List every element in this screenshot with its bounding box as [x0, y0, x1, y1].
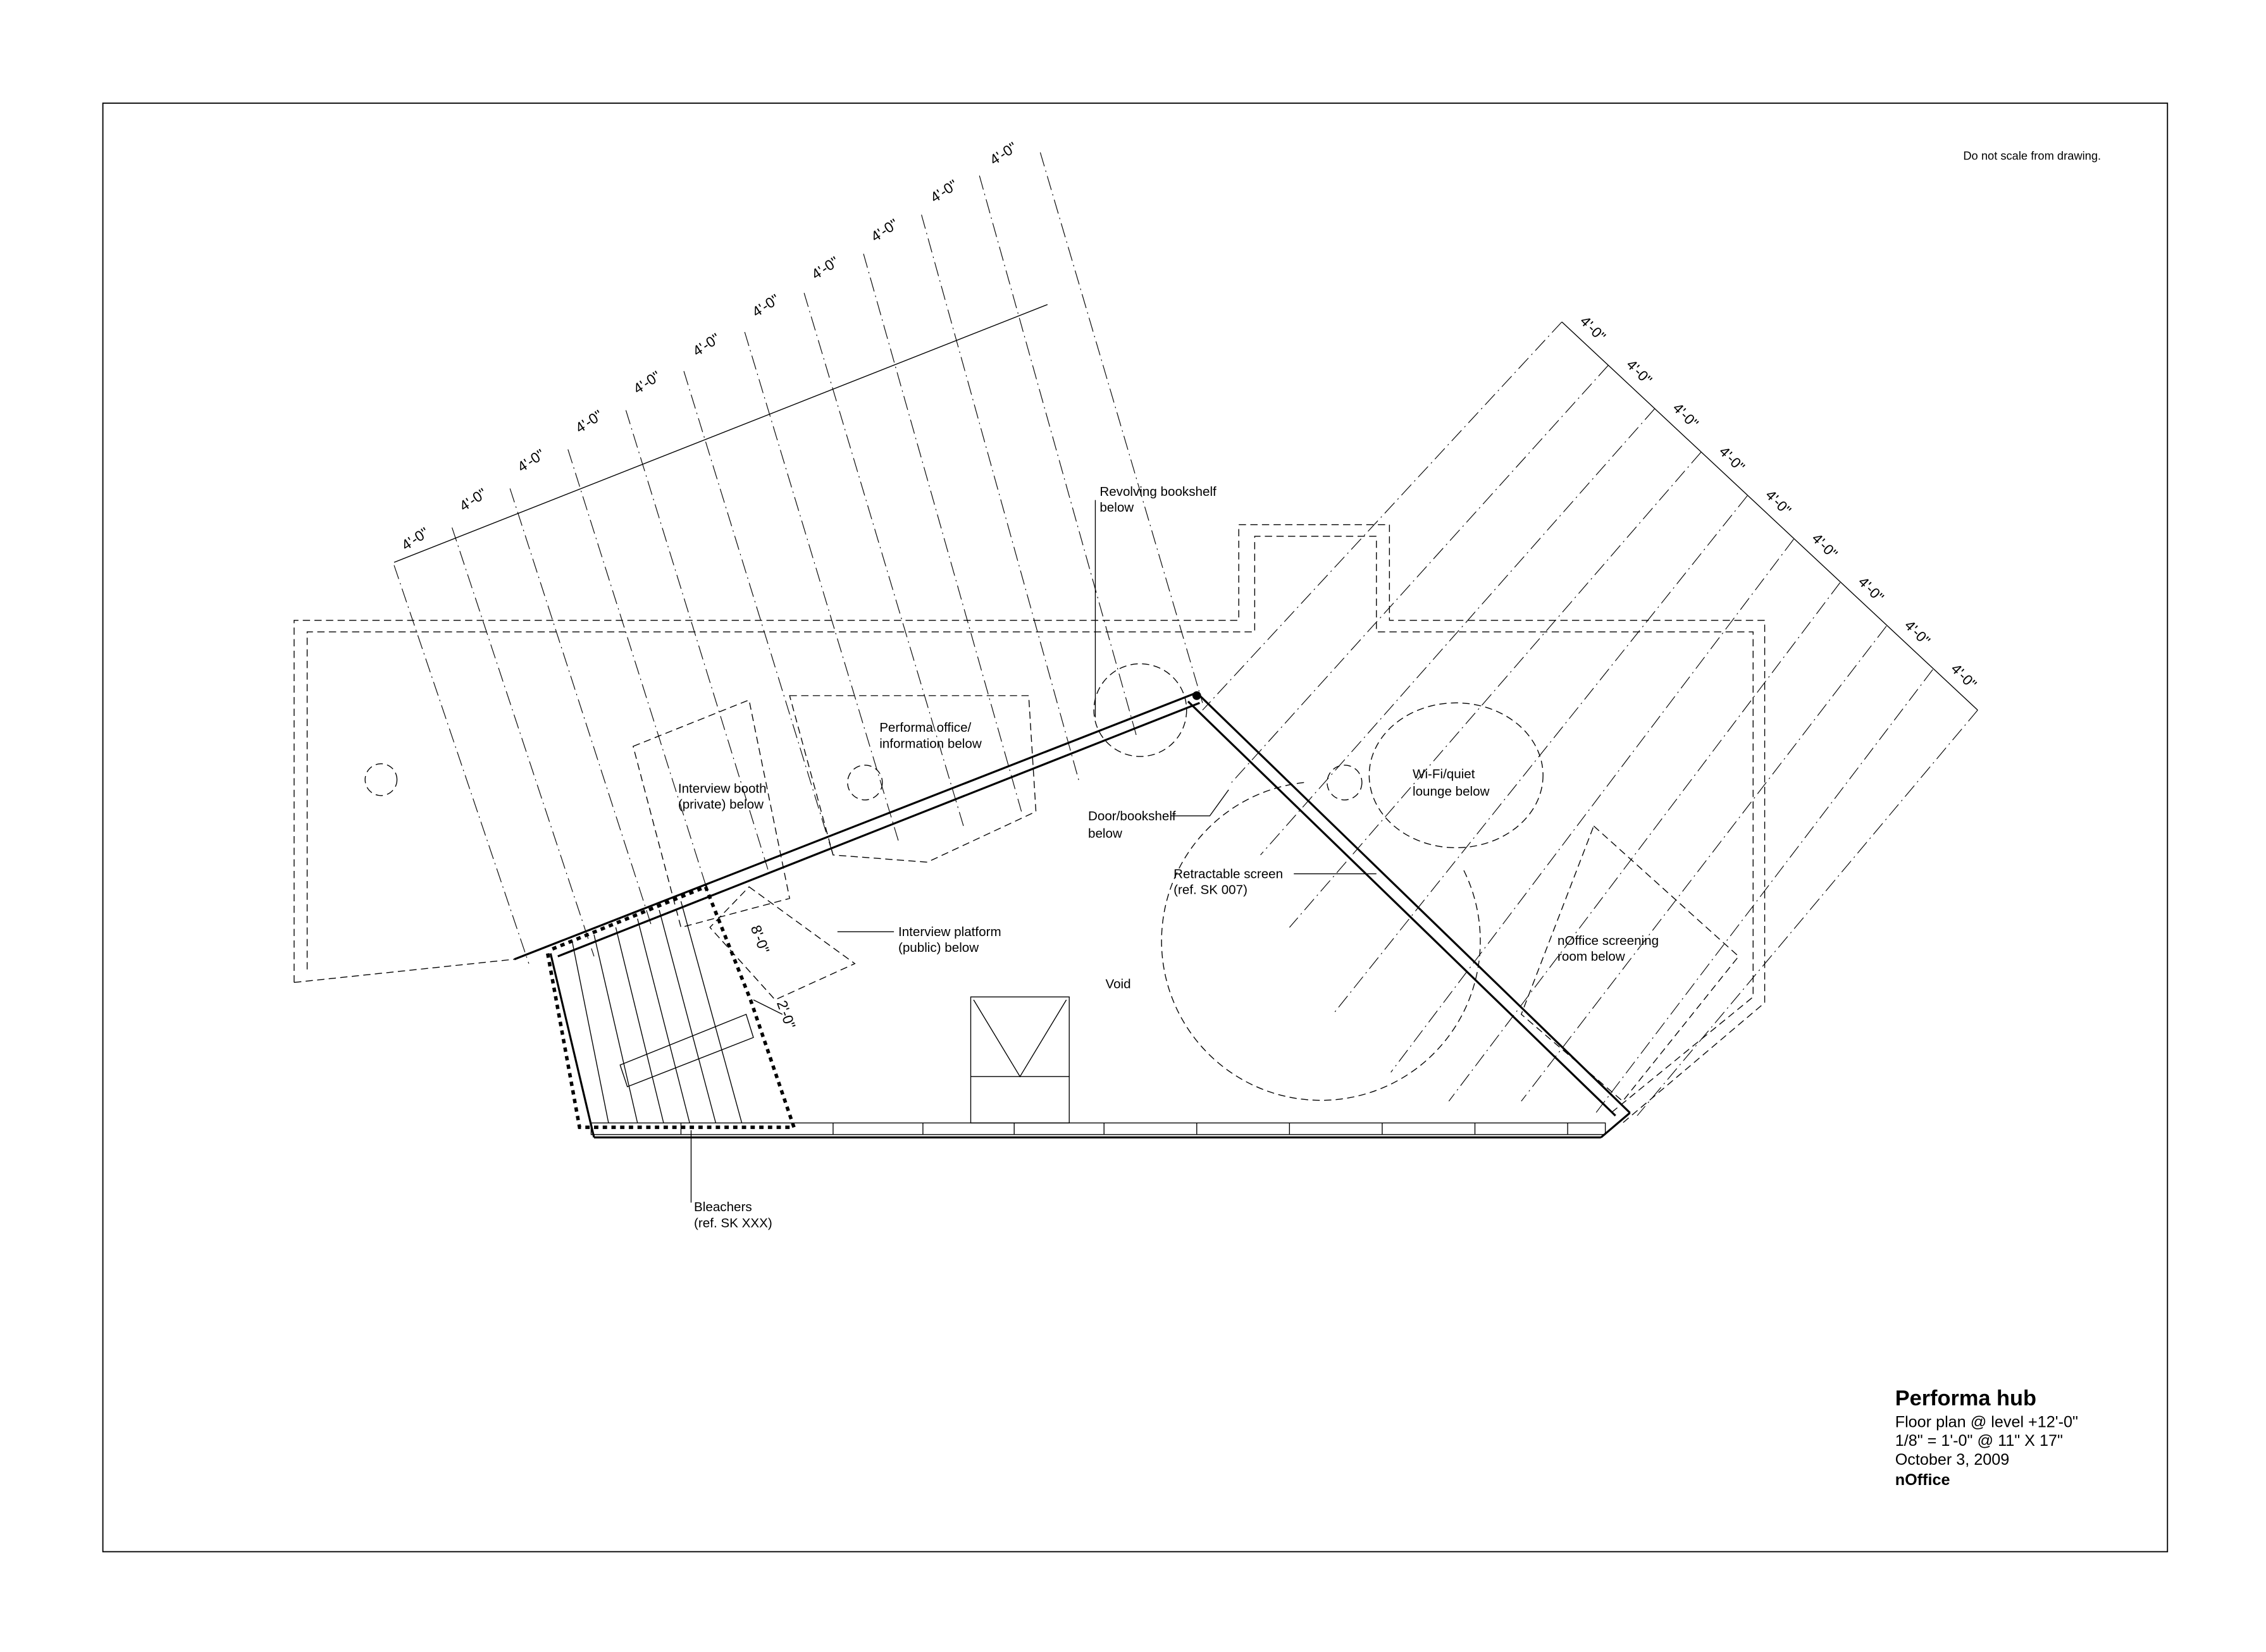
svg-text:4'-0": 4'-0" [690, 330, 722, 360]
label-revolving-bookshelf: Revolving bookshelf [1099, 484, 1217, 499]
column-circle [847, 765, 883, 801]
project-title: Performa hub [1895, 1386, 2036, 1410]
drawing-name: Floor plan @ level +12'-0" [1895, 1413, 2078, 1431]
svg-text:(ref. SK XXX): (ref. SK XXX) [694, 1216, 772, 1230]
interview-platform-outline [709, 886, 856, 1001]
dimension-line-a [393, 304, 1048, 563]
label-door-bookshelf: Door/bookshelf [1088, 809, 1176, 823]
svg-text:4'-0": 4'-0" [749, 291, 782, 321]
svg-text:(public) below: (public) below [898, 940, 979, 955]
svg-text:4'-0": 4'-0" [808, 253, 841, 283]
bleachers [546, 884, 796, 1130]
column-circle [1327, 765, 1363, 801]
structural-grid-a [393, 152, 1203, 964]
stair-symbol [970, 996, 1070, 1124]
revolving-bookshelf-outline [1093, 663, 1187, 757]
dimension-labels-a: 4'-0" 4'-0" 4'-0" 4'-0" 4'-0" 4'-0" 4'-0… [399, 139, 1020, 553]
svg-text:4'-0": 4'-0" [927, 176, 960, 206]
label-bleachers: Bleachers [694, 1200, 752, 1214]
sheet-border [102, 102, 2169, 1553]
label-screening-room: nOffice screening [1557, 934, 1659, 948]
rooms-below [633, 663, 1740, 1102]
svg-text:4'-0": 4'-0" [1577, 312, 1609, 345]
label-interview-booth: Interview booth [678, 781, 767, 796]
dimension-line-b [1561, 321, 1978, 711]
drawing-scale: 1/8" = 1'-0" @ 11" X 17" [1895, 1432, 2063, 1450]
svg-text:below: below [1099, 500, 1134, 515]
svg-text:room below: room below [1557, 949, 1625, 964]
screening-room-outline [1520, 825, 1740, 1102]
title-block: Performa hub Floor plan @ level +12'-0" … [1895, 1386, 2078, 1489]
svg-text:(ref. SK 007): (ref. SK 007) [1173, 883, 1248, 897]
building-outline-below [294, 524, 1766, 1124]
label-void: Void [1105, 977, 1130, 992]
svg-text:lounge below: lounge below [1413, 784, 1490, 799]
label-wifi-lounge: Wi-Fi/quiet [1413, 767, 1475, 781]
svg-text:4'-0": 4'-0" [573, 407, 605, 436]
scale-note: Do not scale from drawing. [1963, 149, 2101, 162]
svg-text:4'-0": 4'-0" [456, 485, 489, 515]
room-labels: Revolving bookshelf below Performa offic… [678, 484, 1659, 1231]
svg-text:4'-0": 4'-0" [1623, 356, 1656, 388]
firm-name: nOffice [1895, 1471, 1950, 1489]
label-retractable-screen: Retractable screen [1173, 866, 1283, 881]
svg-text:8'-0": 8'-0" [748, 923, 773, 956]
label-interview-platform: Interview platform [898, 925, 1001, 939]
wifi-lounge-outline [1368, 702, 1544, 849]
svg-text:4'-0": 4'-0" [987, 139, 1020, 168]
svg-text:below: below [1088, 826, 1122, 841]
dimension-labels-bleachers: 8'-0" 2'-0" [748, 923, 799, 1031]
drawing-date: October 3, 2009 [1895, 1451, 2010, 1469]
svg-text:4'-0": 4'-0" [399, 524, 431, 553]
retractable-screen-arc [1161, 782, 1481, 1101]
svg-text:4'-0": 4'-0" [514, 446, 547, 476]
leader-lines [690, 500, 1377, 1203]
svg-text:4'-0": 4'-0" [868, 216, 901, 245]
interview-booth-outline [633, 699, 791, 928]
svg-text:information below: information below [879, 736, 982, 751]
floor-edge [549, 953, 1631, 1139]
svg-text:4'-0": 4'-0" [630, 367, 663, 397]
svg-text:(private) below: (private) below [678, 798, 764, 812]
performa-office-outline [789, 695, 1037, 863]
glass-wall [514, 691, 1631, 1117]
structural-grid-b [1202, 321, 1978, 1116]
svg-text:2'-0": 2'-0" [774, 998, 799, 1031]
dimension-labels-b: 4'-0" 4'-0" 4'-0" 4'-0" 4'-0" 4'-0" 4'-0… [1577, 312, 1980, 692]
label-performa-office: Performa office/ [879, 720, 971, 735]
